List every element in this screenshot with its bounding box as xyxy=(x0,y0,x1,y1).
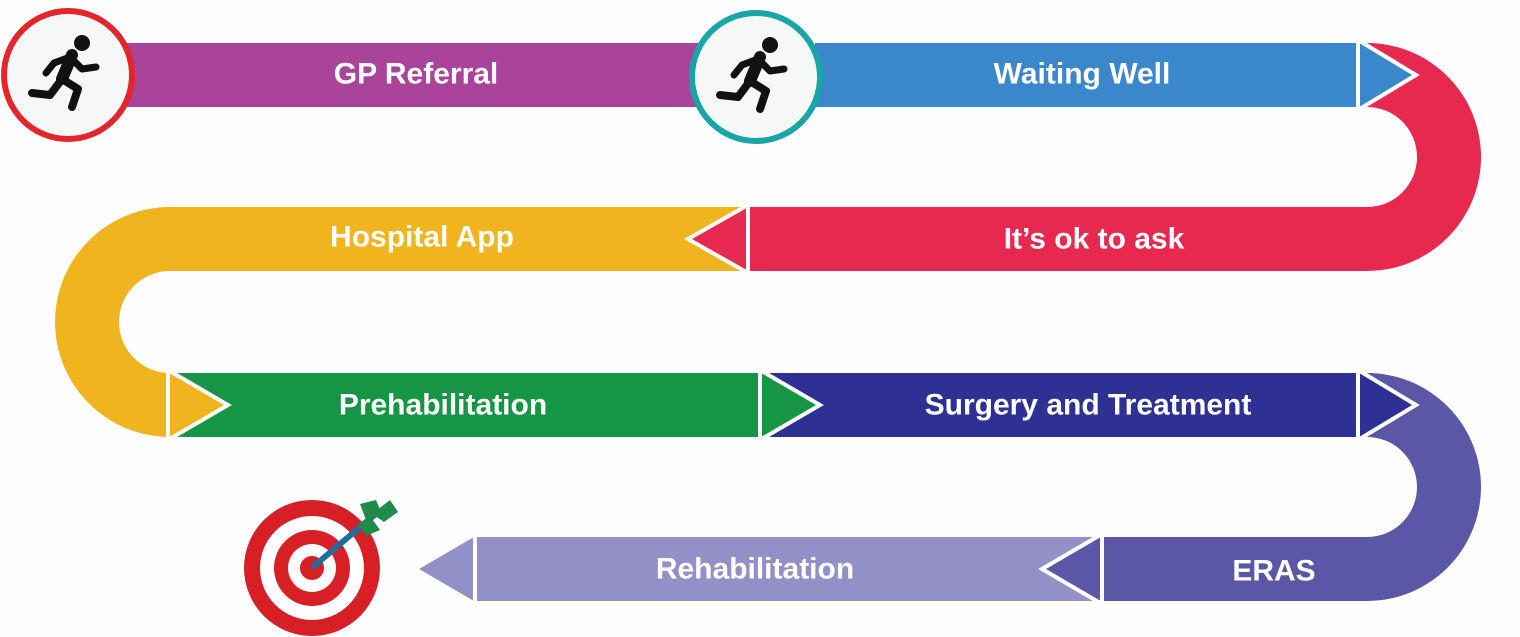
target-with-dart-icon xyxy=(244,500,398,636)
step-label-gp-referral: GP Referral xyxy=(334,58,499,91)
step-label-prehabilitation: Prehabilitation xyxy=(339,389,547,422)
start-runner-icon xyxy=(1,8,135,142)
step-label-eras: ERAS xyxy=(1232,555,1315,588)
band-gp-referral xyxy=(125,43,705,107)
band-waiting-well xyxy=(815,43,1367,107)
step-label-rehabilitation: Rehabilitation xyxy=(656,553,854,586)
band-hospital-app xyxy=(170,207,750,271)
arrow-its-ok-to-ask xyxy=(683,201,750,277)
curve-left xyxy=(55,207,171,437)
arrow-eras xyxy=(1038,530,1104,608)
arrow-hospital-app xyxy=(166,366,232,444)
arrow-surgery-and-treatment xyxy=(1356,366,1420,444)
second-runner-icon xyxy=(689,10,823,144)
curve-right-upper xyxy=(1367,43,1481,271)
band-its-ok-to-ask xyxy=(748,207,1368,271)
arrow-waiting-well xyxy=(1356,36,1420,114)
arrow-prehabilitation xyxy=(758,366,824,444)
step-label-surgery-and-treatment: Surgery and Treatment xyxy=(925,389,1252,422)
curve-right-lower xyxy=(1367,373,1481,601)
band-surgery-and-treatment xyxy=(760,373,1367,437)
step-label-its-ok-to-ask: It’s ok to ask xyxy=(1004,223,1185,256)
band-eras xyxy=(1100,537,1368,601)
band-rehabilitation xyxy=(472,537,1102,601)
step-label-hospital-app: Hospital App xyxy=(330,221,514,254)
band-prehabilitation xyxy=(170,373,760,437)
arrow-rehabilitation xyxy=(411,530,477,608)
step-label-waiting-well: Waiting Well xyxy=(994,58,1171,91)
